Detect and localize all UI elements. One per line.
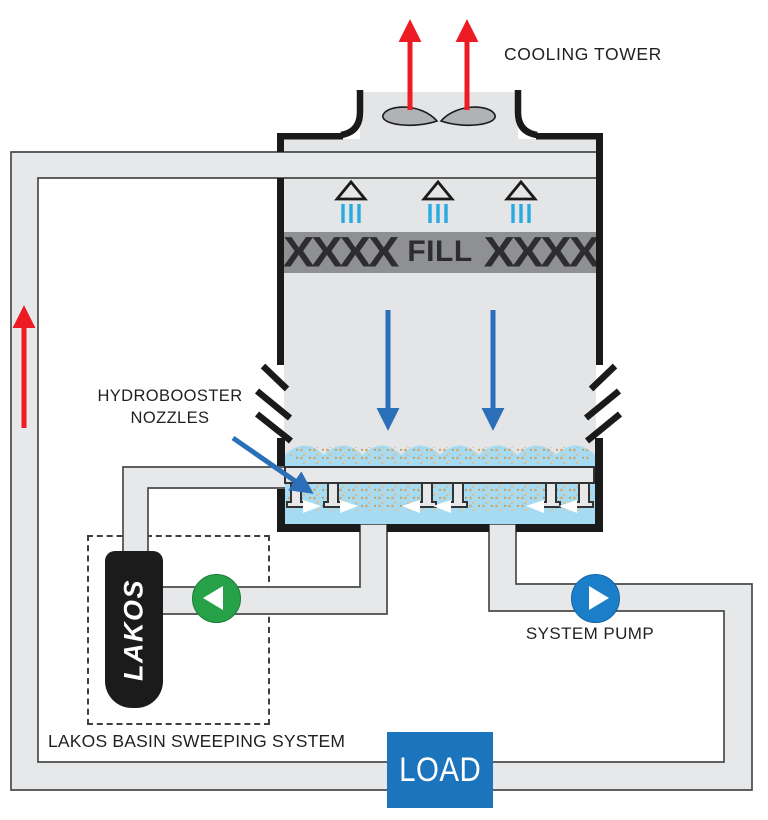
pump-direction-triangle	[589, 586, 609, 610]
fan-icon	[382, 106, 496, 127]
cooling-tower-title: COOLING TOWER	[504, 44, 662, 64]
wall-break-icons	[254, 363, 623, 444]
sediment-band-lower	[288, 484, 592, 511]
spray-nozzle-icon	[421, 179, 455, 201]
hydrobooster-header-pipe	[284, 466, 595, 484]
fill-media-right: XXXX	[483, 231, 596, 272]
fill-media-left: XXXX	[284, 231, 399, 272]
sediment-band-upper	[290, 447, 590, 464]
hydrobooster-pointer-arrow-icon	[231, 435, 314, 494]
system-pump-label: SYSTEM PUMP	[525, 624, 655, 643]
spray-lines	[341, 204, 531, 223]
lakos-unit-label: LAKOS	[118, 578, 149, 681]
lakos-system-dashed-box	[87, 535, 270, 725]
fill-label: FILL	[407, 234, 473, 268]
pump-direction-triangle	[203, 586, 223, 610]
tower-body	[284, 92, 596, 460]
hydrobooster-nozzle-icons	[286, 484, 594, 508]
lakos-separator-unit: LAKOS	[105, 551, 163, 708]
basin-sweeping-suction-pipe	[139, 523, 388, 615]
fill-band	[284, 232, 596, 273]
fill-band-label: XXXX FILL XXXX	[284, 231, 596, 272]
spray-nozzle-icon	[334, 179, 368, 201]
hydrobooster-label-line2: NOZZLES	[130, 409, 210, 427]
load-label: LOAD	[398, 749, 482, 790]
system-pump-icon	[571, 574, 620, 623]
fan-housing	[340, 90, 538, 139]
hydrobooster-nozzles-label: HYDROBOOSTER NOZZLES	[78, 385, 262, 429]
flow-arrows	[12, 19, 505, 494]
basin-sweeping-pump-icon	[192, 574, 241, 623]
tower-structure	[277, 133, 603, 532]
hydrobooster-label-line1: HYDROBOOSTER	[97, 387, 243, 405]
spray-nozzles	[334, 179, 538, 223]
load-box: LOAD	[387, 732, 493, 808]
main-loop-pipe	[10, 151, 753, 791]
lakos-basin-sweeping-system-label: LAKOS BASIN SWEEPING SYSTEM	[48, 731, 346, 751]
spray-nozzle-icon	[504, 179, 538, 201]
basin-water	[284, 445, 595, 524]
nozzle-jets	[303, 500, 577, 513]
